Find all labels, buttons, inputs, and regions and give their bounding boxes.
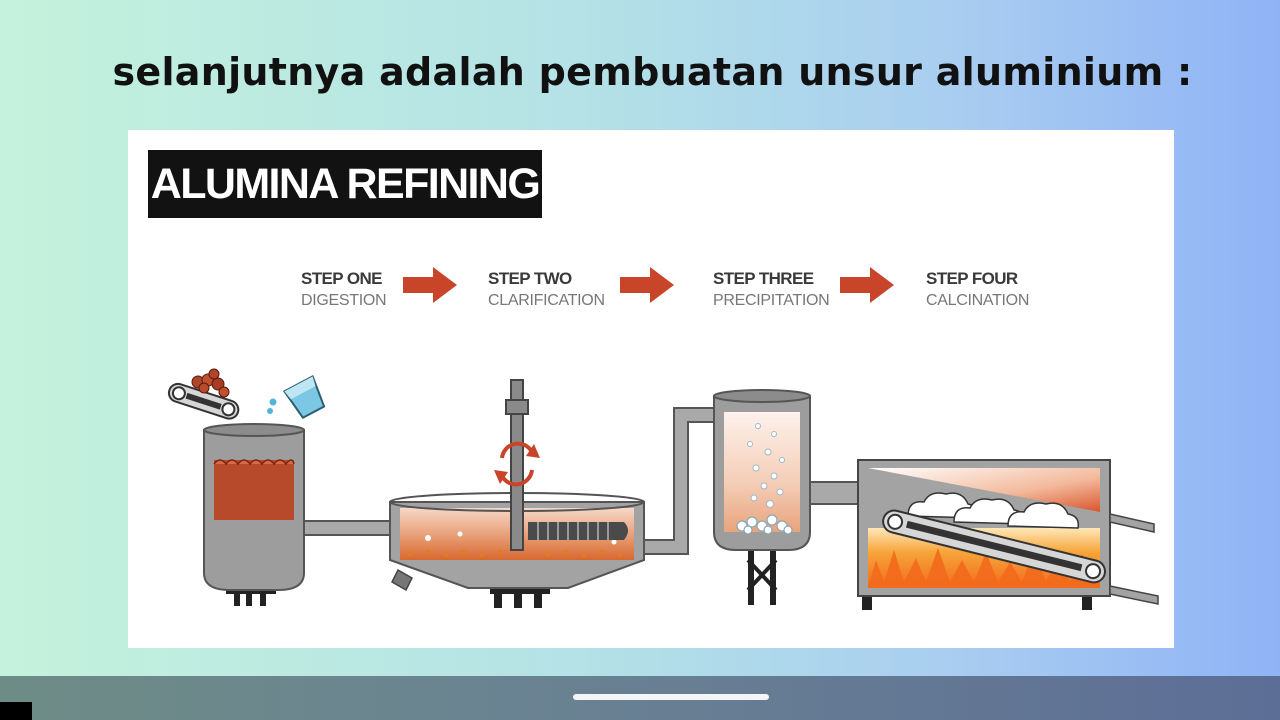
step-name: PRECIPITATION [713, 292, 830, 309]
step-name: CLARIFICATION [488, 292, 605, 309]
step-four-label: STEP FOUR CALCINATION [926, 268, 1029, 312]
alumina-refining-figure: ALUMINA REFINING STEP ONE DIGESTION STEP… [128, 130, 1174, 648]
step-number: STEP TWO [488, 269, 572, 288]
figure-title: ALUMINA REFINING [148, 150, 542, 218]
caustic-soda-bucket [267, 374, 326, 420]
clarification-thickener [389, 379, 645, 608]
home-indicator[interactable] [573, 694, 769, 700]
step-number: STEP ONE [301, 269, 382, 288]
corner-block [0, 702, 32, 720]
precipitation-tank [713, 389, 811, 605]
process-diagram [167, 368, 1159, 610]
step-one-label: STEP ONE DIGESTION [301, 268, 387, 312]
digestion-tank [203, 423, 305, 606]
step-number: STEP FOUR [926, 269, 1018, 288]
slide-heading: selanjutnya adalah pembuatan unsur alumi… [112, 50, 1193, 94]
step-three-label: STEP THREE PRECIPITATION [713, 268, 830, 312]
step-name: DIGESTION [301, 292, 387, 309]
step-number: STEP THREE [713, 269, 814, 288]
bauxite-conveyor [167, 368, 240, 420]
calcination-kiln [857, 459, 1159, 610]
step-name: CALCINATION [926, 292, 1030, 309]
rotation-arrows-icon [494, 441, 540, 487]
right-arrow-icon [840, 267, 894, 303]
right-arrow-icon [620, 267, 674, 303]
bottom-bar [0, 676, 1280, 720]
step-two-label: STEP TWO CLARIFICATION [488, 268, 605, 312]
right-arrow-icon [403, 267, 457, 303]
